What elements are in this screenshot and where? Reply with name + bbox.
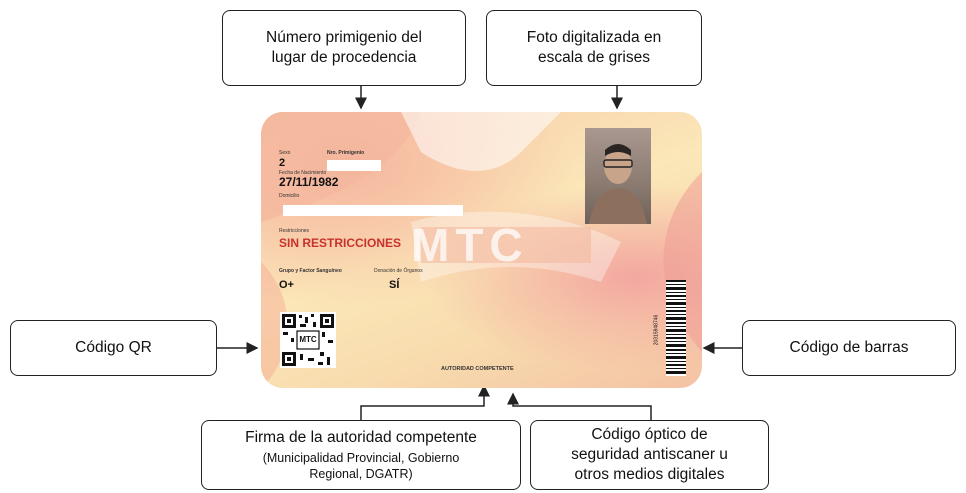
callout-firma-subtext: (Municipalidad Provincial, Gobierno Regi… bbox=[262, 451, 460, 481]
domicilio-label: Domicilio bbox=[279, 193, 300, 199]
callout-qr-text: Código QR bbox=[75, 339, 152, 356]
arrow-optico bbox=[507, 392, 652, 420]
barcode-icon bbox=[666, 280, 686, 374]
nro-primigenio-redacted bbox=[327, 160, 381, 171]
fecha-label: Fecha de Nacimiento bbox=[279, 170, 327, 176]
sexo-value: 2 bbox=[279, 157, 286, 169]
fecha-value: 27/11/1982 bbox=[279, 175, 339, 189]
grupo-label: Grupo y Factor Sanguíneo bbox=[279, 268, 342, 274]
barcode-number: 20315948746 bbox=[653, 314, 660, 346]
arrow-firma bbox=[360, 384, 490, 420]
license-card: MTC Sexo Nro. Primigenio 2 Fecha de Naci… bbox=[261, 112, 702, 388]
donacion-label: Donación de Órganos bbox=[374, 268, 423, 274]
barcode bbox=[666, 280, 686, 376]
grupo-value: O+ bbox=[279, 279, 294, 291]
callout-numero-primigenio-text: Número primigenio del lugar de procedenc… bbox=[266, 29, 422, 66]
callout-numero-primigenio: Número primigenio del lugar de procedenc… bbox=[222, 10, 466, 86]
autoridad-label: AUTORIDAD COMPETENTE bbox=[441, 366, 514, 372]
domicilio-redacted bbox=[283, 205, 463, 216]
callout-qr: Código QR bbox=[10, 320, 217, 376]
callout-optico: Código óptico de seguridad antiscaner u … bbox=[530, 420, 769, 490]
qr-code: MTC bbox=[280, 312, 336, 368]
callout-foto: Foto digitalizada en escala de grises bbox=[486, 10, 702, 86]
sexo-label: Sexo bbox=[279, 150, 291, 156]
person-silhouette-icon bbox=[589, 144, 647, 224]
restricciones-value: SIN RESTRICCIONES bbox=[279, 236, 402, 250]
callout-optico-text: Código óptico de seguridad antiscaner u … bbox=[571, 426, 728, 483]
callout-firma: Firma de la autoridad competente (Munici… bbox=[201, 420, 521, 490]
callout-foto-text: Foto digitalizada en escala de grises bbox=[526, 29, 662, 66]
nro-primigenio-label: Nro. Primigenio bbox=[327, 150, 365, 156]
callout-barras-text: Código de barras bbox=[789, 339, 909, 356]
qr-code-icon bbox=[282, 314, 334, 366]
photo bbox=[585, 128, 651, 224]
callout-firma-text: Firma de la autoridad competente bbox=[245, 429, 477, 446]
restricciones-label: Restricciones bbox=[279, 228, 310, 234]
watermark-text: MTC bbox=[411, 219, 529, 271]
donacion-value: SÍ bbox=[389, 279, 400, 291]
qr-center-text: MTC bbox=[299, 335, 317, 344]
callout-barras: Código de barras bbox=[742, 320, 956, 376]
